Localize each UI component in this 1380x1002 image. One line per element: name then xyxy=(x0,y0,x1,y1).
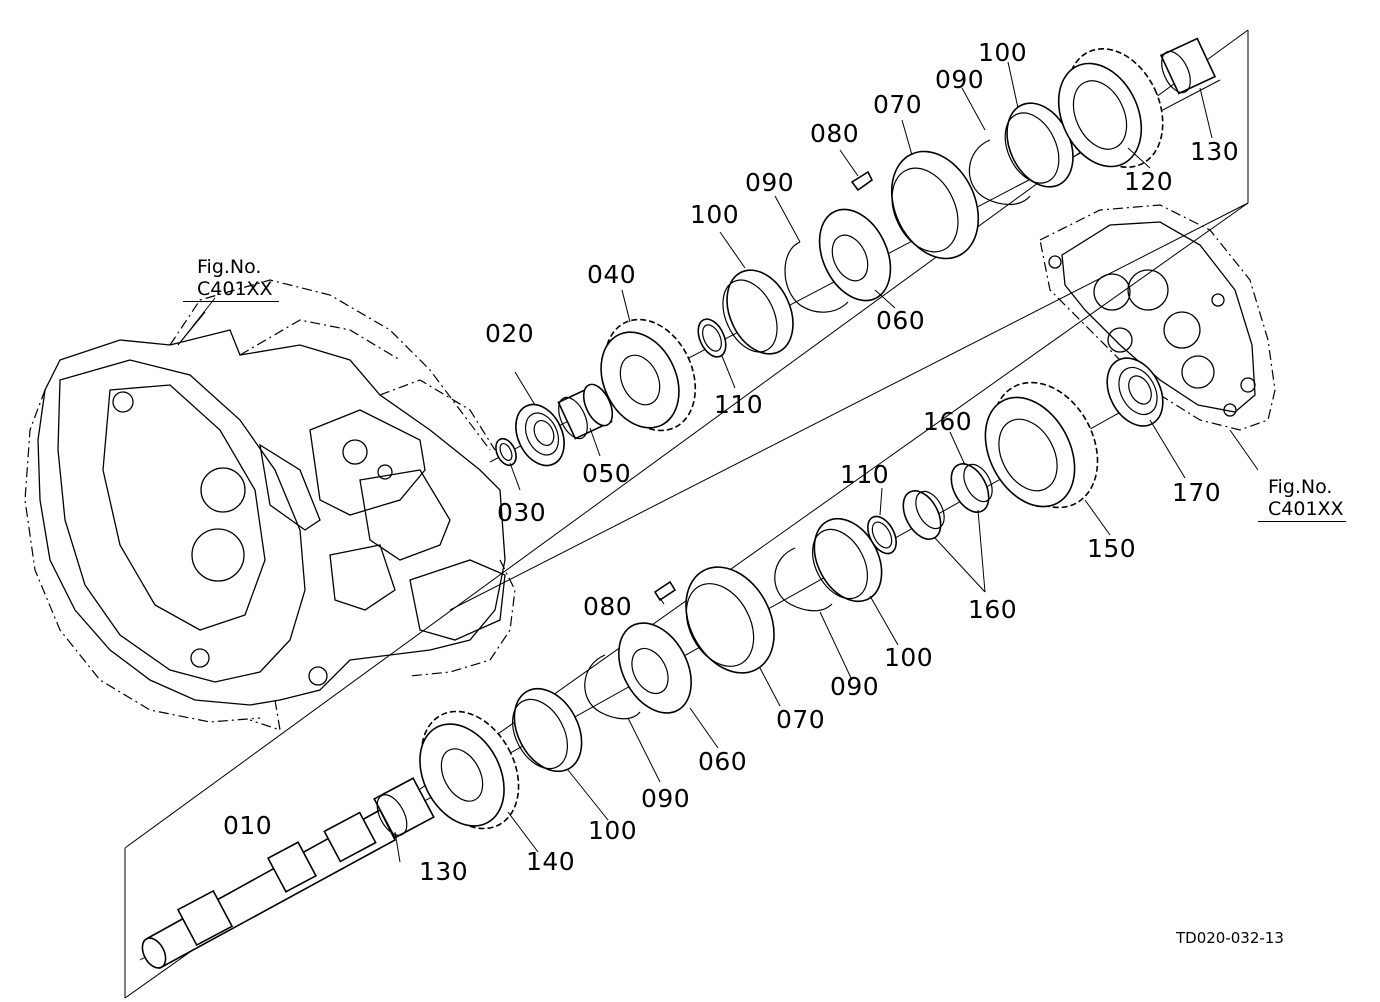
needle-bearing-160-a xyxy=(902,490,945,540)
part-label-100: 100 xyxy=(588,816,638,845)
lower-shaft-parts xyxy=(141,357,1164,970)
part-label-050: 050 xyxy=(582,459,632,488)
part-label-020: 020 xyxy=(485,319,535,348)
spring-090-lower-a xyxy=(584,654,641,720)
part-label-060: 060 xyxy=(876,306,926,335)
part-label-090: 090 xyxy=(830,672,880,701)
part-label-040: 040 xyxy=(587,260,637,289)
part-label-010: 010 xyxy=(223,811,273,840)
spring-090-upper-a xyxy=(784,241,849,313)
part-label-090: 090 xyxy=(641,784,691,813)
needle-bearing-050 xyxy=(557,383,614,440)
upper-shaft-parts xyxy=(495,37,1217,467)
part-label-090: 090 xyxy=(935,65,985,94)
main-shaft-010 xyxy=(141,808,397,970)
gear-150 xyxy=(984,381,1099,509)
shifting-key-080-upper xyxy=(850,170,874,192)
shift-sleeve-070-lower xyxy=(685,566,775,674)
fig-ref-left: Fig.No. C401XX xyxy=(183,256,279,302)
part-label-100: 100 xyxy=(978,38,1028,67)
blocker-ring-100-upper-b xyxy=(1004,102,1074,188)
snap-ring-030 xyxy=(495,437,517,467)
drawing-code: TD020-032-13 xyxy=(1176,929,1284,947)
gear-120 xyxy=(1057,48,1164,168)
blocker-ring-100-lower-a xyxy=(511,687,583,773)
part-label-170: 170 xyxy=(1172,478,1222,507)
part-label-110: 110 xyxy=(714,390,764,419)
fig-ref-link[interactable]: C401XX xyxy=(1258,498,1346,522)
part-label-100: 100 xyxy=(690,200,740,229)
blocker-ring-100-upper xyxy=(722,269,794,355)
part-label-100: 100 xyxy=(884,643,934,672)
spring-090-lower-b xyxy=(774,547,833,612)
part-label-160: 160 xyxy=(923,407,973,436)
needle-bearing-130-upper xyxy=(1159,37,1217,95)
ball-bearing-020 xyxy=(515,403,565,467)
fig-ref-link[interactable]: C401XX xyxy=(183,278,279,302)
part-label-080: 080 xyxy=(810,119,860,148)
part-label-140: 140 xyxy=(526,847,576,876)
fig-ref-right: Fig.No. C401XX xyxy=(1258,476,1346,522)
part-label-160: 160 xyxy=(968,595,1018,624)
bearing-case-plate xyxy=(1039,204,1276,431)
part-label-090: 090 xyxy=(745,168,795,197)
fig-ref-caption: Fig.No. xyxy=(1268,476,1333,498)
blocker-ring-100-lower-b xyxy=(811,517,883,603)
synchronizer-hub-060-lower xyxy=(618,622,692,714)
shift-sleeve-070-upper xyxy=(890,150,980,260)
part-label-130: 130 xyxy=(1190,137,1240,166)
part-label-130: 130 xyxy=(419,857,469,886)
shifting-key-080-lower xyxy=(653,580,677,602)
part-label-150: 150 xyxy=(1087,534,1137,563)
fig-ref-caption: Fig.No. xyxy=(197,256,262,278)
part-label-070: 070 xyxy=(873,90,923,119)
needle-bearing-160-b xyxy=(950,463,993,513)
synchronizer-hub-060-upper xyxy=(818,208,892,302)
snap-ring-110 xyxy=(697,318,727,358)
ball-bearing-170 xyxy=(1106,357,1164,427)
spring-090-upper-b xyxy=(968,139,1031,206)
part-label-110: 110 xyxy=(840,460,890,489)
snap-ring-110-lower xyxy=(867,515,897,555)
part-label-030: 030 xyxy=(497,498,547,527)
part-label-060: 060 xyxy=(698,747,748,776)
gear-140 xyxy=(419,710,520,830)
needle-bearing-130-lower xyxy=(373,777,435,839)
part-label-120: 120 xyxy=(1124,167,1174,196)
leader-lines xyxy=(177,61,1259,863)
part-label-070: 070 xyxy=(776,705,826,734)
gear-040 xyxy=(600,318,697,432)
transmission-case-housing xyxy=(24,279,516,731)
part-label-080: 080 xyxy=(583,592,633,621)
